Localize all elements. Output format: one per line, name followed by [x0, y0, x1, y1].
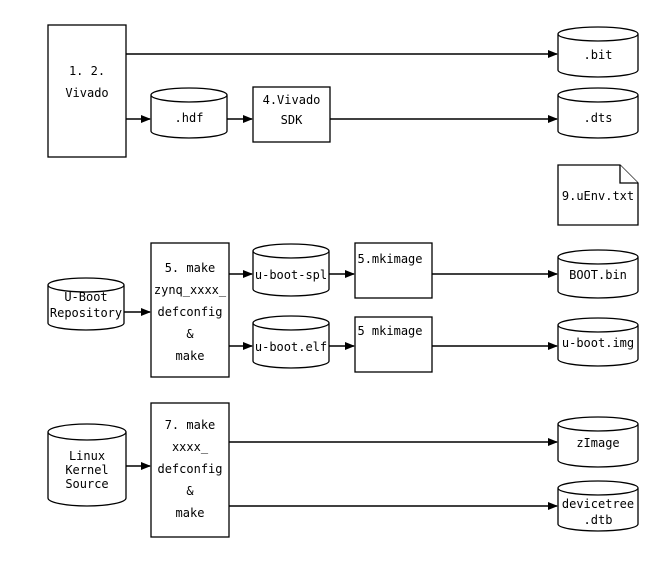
mkimage-spl-box: [354, 242, 433, 299]
zimage-label: zImage: [576, 436, 620, 450]
uboot-make-label-line3: defconfig: [157, 305, 223, 319]
devicetree-label-line1: devicetree: [561, 497, 635, 511]
linux-source-label-line1: Linux: [68, 449, 106, 463]
mkimage-elf-label: 5 mkimage: [357, 324, 423, 338]
kernel-make-label-line1: 7. make: [164, 418, 216, 432]
boot-bin-cylinder: [557, 249, 639, 299]
uboot-repo-label-line1: U-Boot: [64, 290, 108, 304]
boot-bin-label: BOOT.bin: [569, 268, 627, 282]
uboot-make-label-line4: &: [186, 327, 194, 341]
uboot-spl-label: u-boot-spl: [254, 268, 328, 282]
uboot-spl-cylinder: [252, 243, 330, 297]
bit-file-label: .bit: [583, 48, 613, 62]
vivado-label-line1: 1. 2.: [68, 64, 106, 78]
uboot-make-label-line5: make: [175, 349, 205, 363]
uboot-elf-label: u-boot.elf: [254, 340, 328, 354]
mkimage-elf-box: [354, 316, 433, 373]
uboot-elf-cylinder: [252, 315, 330, 369]
hdf-file-cylinder: [150, 87, 228, 139]
bit-file-cylinder: [557, 26, 639, 78]
uenv-note-shape: [557, 164, 639, 226]
uenv-label: 9.uEnv.txt: [561, 189, 635, 203]
kernel-make-box: [150, 402, 230, 538]
linux-source-cylinder: [47, 423, 127, 507]
uboot-img-cylinder: [557, 317, 639, 367]
kernel-make-label-line4: &: [186, 484, 194, 498]
uboot-repo-label-line2: Repository: [49, 306, 123, 320]
linux-source-label-line2: Kernel: [65, 463, 109, 477]
kernel-make-label-line5: make: [175, 506, 205, 520]
dts-file-label: .dts: [583, 111, 613, 125]
uboot-make-box: [150, 242, 230, 378]
vivado-sdk-box: [252, 86, 331, 143]
uboot-make-label-line2: zynq_xxxx_: [153, 283, 227, 297]
devicetree-label-line2: .dtb: [583, 513, 613, 527]
uboot-make-label-line1: 5. make: [164, 261, 216, 275]
sdk-label-line2: SDK: [280, 113, 303, 127]
devicetree-cylinder: [557, 480, 639, 532]
mkimage-spl-label: 5.mkimage: [357, 252, 423, 266]
uboot-repo-cylinder: [47, 277, 125, 331]
uboot-img-label: u-boot.img: [561, 336, 635, 350]
vivado-box: [47, 24, 127, 158]
kernel-make-label-line2: xxxx_: [171, 440, 209, 454]
uenv-note-fold: [619, 165, 638, 184]
linux-source-label-line3: Source: [65, 477, 109, 491]
hdf-file-label: .hdf: [174, 111, 204, 125]
kernel-make-label-line3: defconfig: [157, 462, 223, 476]
dts-file-cylinder: [557, 87, 639, 139]
vivado-label-line2: Vivado: [65, 86, 109, 100]
zimage-cylinder: [557, 416, 639, 468]
sdk-label-line1: 4.Vivado: [262, 93, 321, 107]
